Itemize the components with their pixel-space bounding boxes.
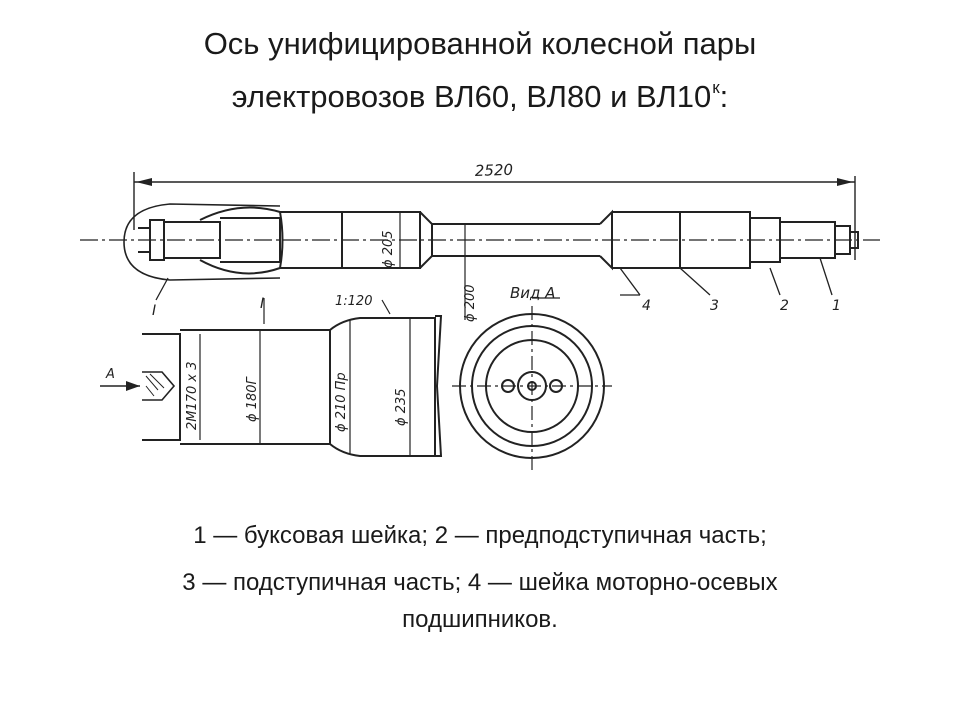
section-mark-detail: I: [260, 296, 264, 312]
arrow-A-label: A: [105, 367, 115, 382]
view-A-label: Вид А: [510, 284, 555, 302]
callout-3: 3: [710, 298, 719, 314]
section-detail-I: [100, 298, 443, 457]
callout-2: 2: [780, 298, 789, 314]
title-line-2: электровозов ВЛ60, ВЛ80 и ВЛ10к:: [0, 66, 960, 119]
legend-line-3: подшипников.: [402, 606, 558, 633]
callout-leaders: [155, 257, 833, 301]
section-mark-top: I: [152, 303, 156, 319]
dia-200-label: ϕ 200: [463, 284, 478, 322]
overall-dimension: [133, 172, 856, 260]
overall-length-label: 2520: [475, 161, 514, 180]
title-superscript: к: [712, 78, 720, 97]
axle-elevation: [123, 203, 859, 320]
title-line-1: Ось унифицированной колесной пары: [203, 26, 757, 61]
callout-4: 4: [642, 298, 651, 314]
taper-label: 1:120: [335, 294, 372, 309]
dia-180-label: ϕ 180Г: [245, 375, 260, 422]
title-suffix: :: [719, 79, 729, 114]
dia-235-label: ϕ 235: [394, 388, 409, 426]
thread-label: 2M170 x 3: [185, 361, 200, 430]
callout-1: 1: [832, 298, 841, 314]
legend-line-1: 1 — буксовая шейка; 2 — предподступичная…: [193, 522, 767, 549]
view-A-end-view: [452, 297, 612, 470]
dia-205-label: ϕ 205: [381, 230, 396, 268]
title-line-2-text: электровозов ВЛ60, ВЛ80 и ВЛ10: [231, 79, 712, 114]
legend-line-2: 3 — подступичная часть; 4 — шейка моторн…: [182, 569, 778, 596]
slide-title: Ось унифицированной колесной пары электр…: [0, 22, 960, 119]
axle-technical-drawing: 2520 ϕ 205 ϕ 200 1:120 Вид А 2M170 x 3 ϕ…: [80, 161, 880, 470]
dia-210-label: ϕ 210 Пр: [334, 372, 349, 432]
